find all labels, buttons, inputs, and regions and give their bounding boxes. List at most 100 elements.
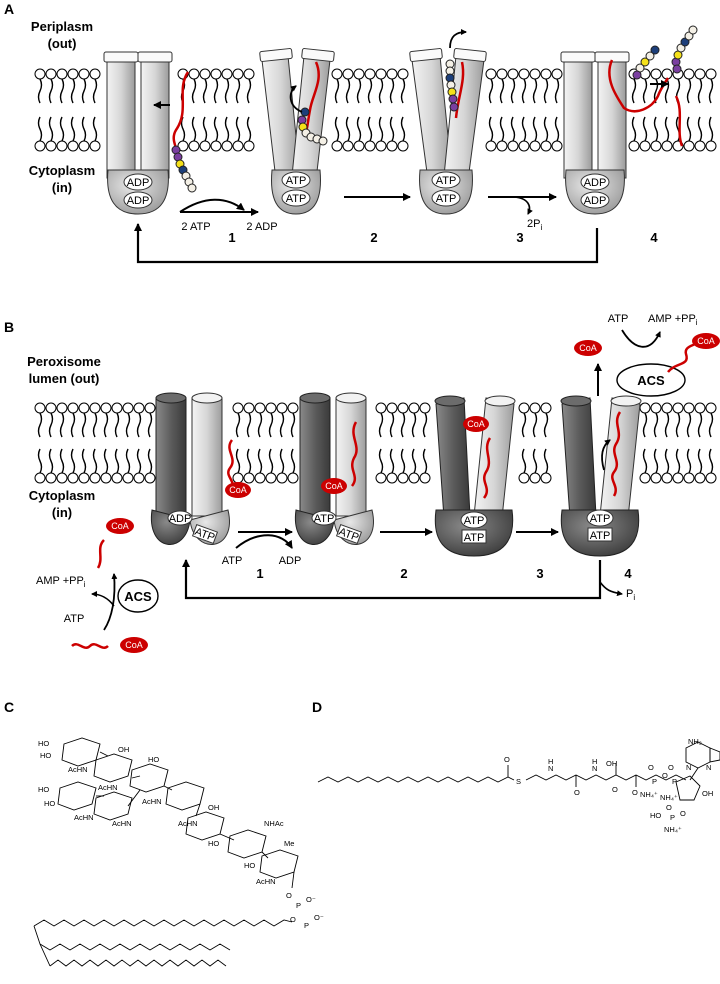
lipid-tail — [246, 78, 252, 104]
lipid-tail — [70, 116, 76, 142]
lipid-tail — [411, 448, 417, 474]
lipid-tail — [235, 78, 241, 104]
lipid-head — [364, 68, 376, 80]
cycle-arrows-b — [182, 528, 623, 600]
lipid-tail — [543, 448, 549, 474]
lipid-head — [518, 402, 530, 414]
lipid-head — [133, 402, 145, 414]
lipid-head — [353, 68, 365, 80]
lipid-head — [331, 140, 343, 152]
acs-label-cytoplasm: ACS — [124, 589, 152, 604]
lipid-head — [67, 68, 79, 80]
lipid-head — [375, 140, 387, 152]
lipid-head — [408, 472, 420, 484]
lipid-head — [56, 140, 68, 152]
lipid-tail — [81, 412, 87, 438]
svg-text:O⁻: O⁻ — [314, 913, 324, 922]
nbd-dimer: ATP ATP — [434, 509, 514, 557]
lipid-head — [34, 140, 46, 152]
panel-b-out-label-2: lumen (out) — [29, 371, 100, 386]
lipid-tail — [268, 448, 274, 474]
svg-text:O: O — [668, 763, 674, 772]
tmd-light-helix — [473, 395, 516, 519]
coa-group — [463, 416, 489, 432]
tmd-helix-right — [291, 48, 335, 181]
nbd-label-bottom: ATP — [464, 532, 485, 544]
tmd-dark-helix — [155, 392, 187, 517]
glycan-structure — [57, 737, 299, 889]
lipid-tail — [92, 78, 98, 104]
lipid-head — [639, 472, 651, 484]
svg-text:P: P — [296, 901, 301, 910]
tmd-light-helix — [599, 395, 642, 519]
panel-d-letter: D — [312, 699, 322, 715]
lipid-tail — [114, 448, 120, 474]
flip-arrow — [289, 85, 303, 113]
lipid-tail — [246, 116, 252, 142]
pi-label: 2Pi — [527, 218, 542, 232]
lipid-head — [89, 472, 101, 484]
svg-text:O: O — [632, 788, 638, 797]
lipid-tail — [708, 78, 714, 104]
coa-label: CoA — [325, 481, 343, 491]
reset-arrow — [182, 559, 602, 600]
lipid-head — [144, 402, 156, 414]
acyl-coa-labels: O S N H O N H OH O O P O NH₄⁺ O P O NH₄⁺… — [504, 737, 713, 834]
lipid-tail — [554, 78, 560, 104]
transporter-a-stage-1: ADP ADP — [103, 51, 197, 215]
lipid-tail — [697, 78, 703, 104]
lipid-tail — [257, 412, 263, 438]
nbd-dimer: ATP ATP — [419, 169, 473, 215]
lipid-tail — [532, 448, 538, 474]
lipid-head — [144, 472, 156, 484]
tmd-dark-helix — [299, 392, 331, 517]
lipid-tail — [686, 116, 692, 142]
lipid-head — [705, 140, 717, 152]
lipid-head — [188, 68, 200, 80]
lipid-head — [386, 140, 398, 152]
tmd-light-helix — [335, 392, 367, 517]
svg-text:HO: HO — [38, 739, 49, 748]
lipid-head — [694, 140, 706, 152]
lipid-head — [331, 68, 343, 80]
svg-text:O: O — [574, 788, 580, 797]
svg-text:O: O — [612, 785, 618, 794]
nbd-label-top: ADP — [169, 513, 192, 525]
lipid-tail — [642, 412, 648, 438]
lipid-head — [89, 68, 101, 80]
lipid-tail — [543, 412, 549, 438]
lipid-head — [56, 68, 68, 80]
lumen-amp-label: AMP +PPi — [648, 313, 698, 327]
lipid-head — [45, 472, 57, 484]
b-step-label-2: 2 — [400, 566, 407, 581]
b-step-label-4: 4 — [624, 566, 632, 581]
lipid-head — [78, 472, 90, 484]
lipid-tail — [686, 78, 692, 104]
svg-text:P: P — [652, 777, 657, 786]
coa-acyl-cytoplasm — [106, 518, 134, 534]
acs-label-lumen: ACS — [637, 373, 665, 388]
lipid-tail — [532, 116, 538, 142]
lipid-tail — [114, 412, 120, 438]
adp-out-label: 2 ADP — [246, 221, 277, 233]
lipid-tail — [554, 116, 560, 142]
svg-text:S: S — [516, 777, 521, 786]
b-atp-label: ATP — [222, 555, 243, 567]
lipid-tail — [202, 116, 208, 142]
lipid-head — [551, 140, 563, 152]
lipid-head — [507, 68, 519, 80]
nbd-dimer: ADP ADP — [107, 169, 169, 215]
lipid-tail — [697, 412, 703, 438]
svg-text:O: O — [504, 755, 510, 764]
svg-text:AcHN: AcHN — [68, 765, 88, 774]
lipid-tail — [70, 78, 76, 104]
lipid-head — [529, 140, 541, 152]
lipid-head — [243, 402, 255, 414]
tmd-helix-left — [560, 51, 596, 179]
lipid-head — [199, 68, 211, 80]
lipid-head — [45, 68, 57, 80]
svg-text:HO: HO — [148, 755, 159, 764]
svg-text:OH: OH — [118, 745, 129, 754]
lipid-head — [199, 140, 211, 152]
lipid-head — [397, 68, 409, 80]
